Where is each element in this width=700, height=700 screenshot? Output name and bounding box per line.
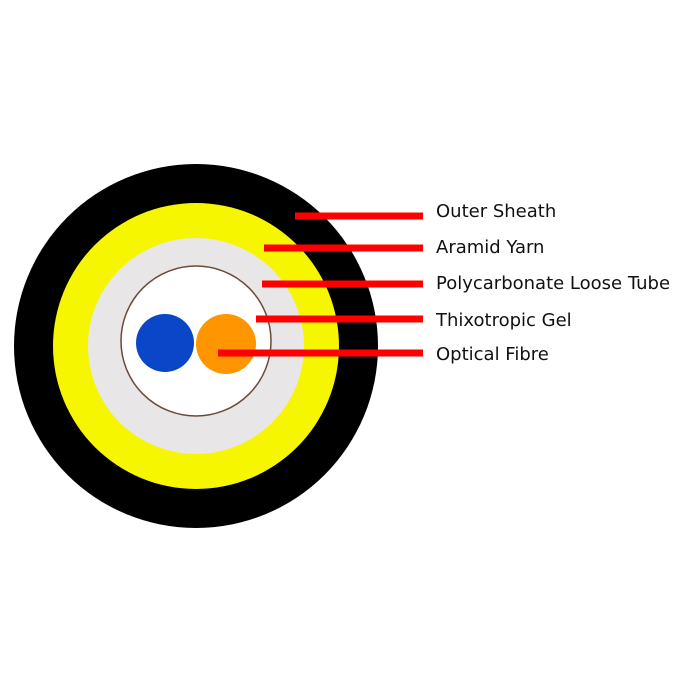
label-loose-tube: Polycarbonate Loose Tube: [436, 273, 671, 294]
label-outer-sheath: Outer Sheath: [436, 201, 557, 222]
label-thixotropic-gel: Thixotropic Gel: [436, 310, 572, 331]
optical-fibre-orange: [196, 314, 256, 374]
optical-fibre-blue: [136, 314, 194, 372]
label-aramid-yarn: Aramid Yarn: [436, 237, 545, 258]
label-optical-fibre: Optical Fibre: [436, 344, 549, 365]
thixotropic-gel-core: [120, 265, 272, 417]
